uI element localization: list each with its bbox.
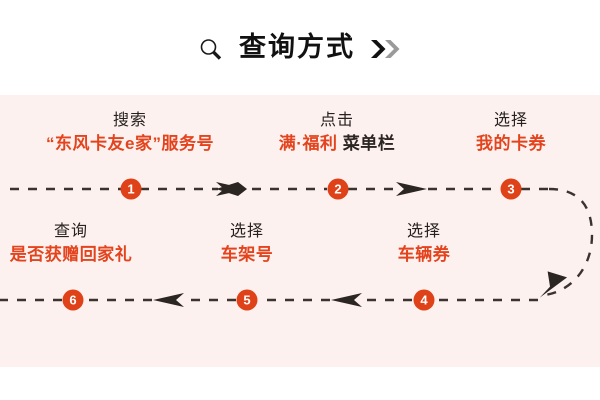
step-3-text: 选择 我的卡券 [476,112,546,153]
flow-diagram-panel: 搜索 “东风卡友e家”服务号 点击 满·福利 菜单栏 选择 我的卡券 选择 车辆… [0,95,600,367]
arrowhead-row2-b [153,293,184,307]
step-6-value: 是否获赠回家礼 [9,244,133,264]
step-badge-2: 2 [327,178,349,200]
wrap-curve-dash [544,187,594,297]
step-2-text: 点击 满·福利 菜单栏 [279,112,395,153]
step-badge-4: 4 [413,289,435,311]
step-4-text: 选择 车辆券 [398,223,451,264]
step-4-value: 车辆券 [397,244,451,264]
step-5-label: 选择 [229,223,264,240]
step-badge-5: 5 [236,289,258,311]
step-6-label: 查询 [53,223,88,240]
step-badge-1: 1 [120,178,142,200]
step-5-value: 车架号 [220,244,274,264]
page-header: 查询方式 [0,0,600,95]
step-badge-6: 6 [62,289,84,311]
step-4-label: 选择 [406,223,441,240]
step-3-value: 我的卡券 [476,133,546,153]
arrowhead-row1-a2 [216,182,247,196]
step-2-label: 点击 [319,112,355,129]
double-chevron-right-icon [369,36,403,62]
arrowhead-row1-b [396,182,427,196]
step-1-value: “东风卡友e家”服务号 [46,133,214,153]
search-icon [197,36,225,64]
page-title: 查询方式 [239,32,355,62]
arrowhead-row2-a [331,293,362,307]
step-6-text: 查询 是否获赠回家礼 [10,223,133,264]
step-1-label: 搜索 [112,112,147,129]
step-5-text: 选择 车架号 [221,223,274,264]
step-1-text: 搜索 “东风卡友e家”服务号 [46,112,214,153]
step-3-label: 选择 [493,112,528,129]
flow-connector-lines [0,182,594,307]
step-2-value: 满·福利 菜单栏 [278,133,396,153]
arrowhead-wrap-curve [539,271,568,298]
step-badge-3: 3 [500,178,522,200]
